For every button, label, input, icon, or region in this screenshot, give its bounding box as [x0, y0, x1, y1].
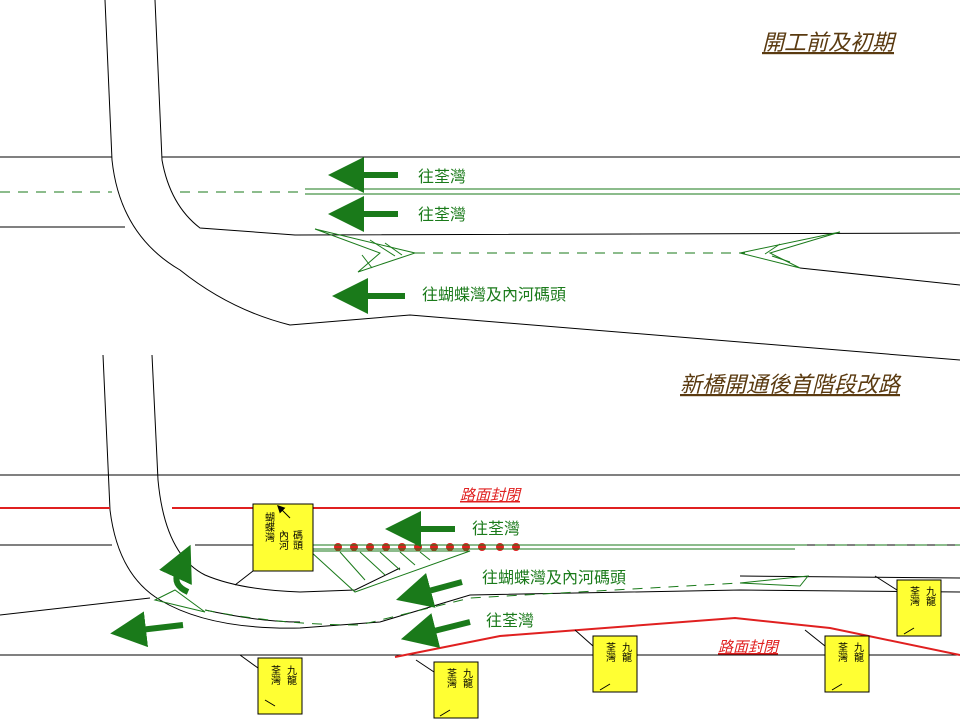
direction-sign: 荃灣 九龍: [574, 629, 638, 693]
arrow-icon: [396, 573, 463, 608]
ramp-right-edge: [154, 0, 960, 236]
sign-text: 九龍: [620, 642, 632, 663]
label-tsuen-wan-2: 往荃灣: [418, 205, 466, 224]
road2-lower: [0, 597, 301, 623]
direction-sign: 荃灣 九龍: [874, 575, 942, 637]
sign-text: 九龍: [852, 642, 864, 663]
gore-left: [314, 228, 417, 273]
direction-sign: 荃灣 九龍: [804, 629, 870, 693]
sign-text: 碼頭: [291, 530, 303, 551]
gore-left-hatch: [361, 239, 403, 269]
direction-sign: 荃灣 九龍: [239, 654, 303, 715]
label2-butterfly-bay: 往蝴蝶灣及內河碼頭: [482, 568, 626, 587]
sign-text: 九龍: [461, 668, 473, 689]
gore2-left-hatch: [339, 551, 431, 581]
sign-text: 荃灣: [604, 641, 616, 663]
sign-text: 荃灣: [269, 664, 281, 686]
label2-tsuen-wan-2: 往荃灣: [486, 611, 534, 630]
label-butterfly-bay: 往蝴蝶灣及內河碼頭: [422, 285, 566, 304]
sign-text: 九龍: [285, 665, 297, 686]
bollard-row: [334, 543, 520, 551]
ramp2-left-edge: [102, 354, 960, 629]
sign-text: 荃灣: [445, 667, 457, 689]
direction-sign: 蝴蝶灣 內河 碼頭: [234, 503, 314, 586]
sign-text: 內河: [277, 530, 289, 550]
stage1-title: 開工前及初期: [762, 31, 897, 56]
sign-text: 荃灣: [836, 641, 848, 663]
gore2-left: [308, 550, 471, 593]
ramp-left-edge: [104, 0, 960, 361]
turn-arrow-icon: [159, 544, 192, 595]
road-closed-top: 路面封閉: [460, 486, 522, 504]
gore-right: [739, 231, 841, 269]
sign-text: 蝴蝶灣: [263, 512, 275, 543]
label-tsuen-wan-1: 往荃灣: [418, 167, 466, 186]
gore2-right: [739, 575, 810, 587]
stage2-title: 新橋開通後首階段改路: [680, 373, 902, 398]
stage1-diagram: 開工前及初期 往荃灣 往荃灣 往蝴蝶灣及內河碼頭: [0, 0, 960, 361]
lane2-dash-curve: [204, 582, 741, 626]
sign-text: 九龍: [924, 586, 936, 607]
road-closed-bottom: 路面封閉: [718, 638, 780, 656]
ramp2-right-edge: [151, 354, 401, 593]
label2-tsuen-wan-1: 往荃灣: [472, 519, 520, 538]
road2-right: [739, 575, 960, 579]
sign-text: 荃灣: [908, 585, 920, 607]
gore-right-hatch: [764, 243, 791, 263]
gore2-ramp: [153, 589, 206, 613]
gore-right-edge: [799, 267, 960, 286]
arrow-icon: [400, 613, 471, 649]
direction-sign: 荃灣 九龍: [415, 659, 479, 719]
arrow-icon: [110, 611, 184, 648]
stage2-diagram: 新橋開通後首階段改路 路面封閉 路面封閉: [0, 354, 960, 719]
closure-line-bottom: [394, 616, 960, 658]
